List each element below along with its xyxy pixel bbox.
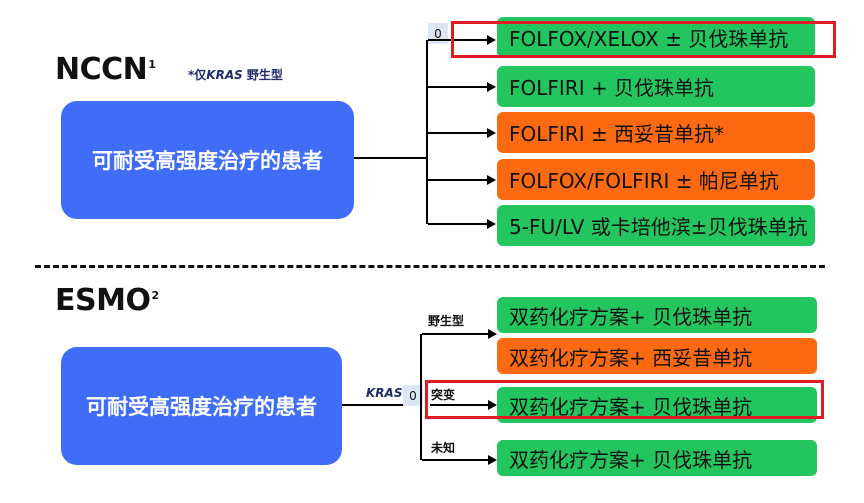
esmo-patient-box: 可耐受高强度治疗的患者 [61, 347, 342, 465]
esmo-branch-label-unknown: 未知 [431, 441, 456, 455]
esmo-superscript: 2 [151, 289, 159, 302]
esmo-option-2: 双药化疗方案+ 西妥昔单抗 [497, 338, 817, 374]
nccn-option-3: FOLFIRI ± 西妥昔单抗* [497, 112, 815, 153]
nccn-option-4-label: FOLFOX/FOLFIRI ± 帕尼单抗 [509, 169, 779, 193]
esmo-highlight-frame [425, 380, 824, 419]
nccn-branch-line-2 [428, 86, 488, 88]
nccn-heading-text: NCCN [55, 52, 148, 87]
nccn-branch-line-3 [428, 132, 488, 134]
nccn-arrow-2 [487, 82, 496, 92]
nccn-heading: NCCN1 [55, 52, 156, 87]
esmo-option-2-label: 双药化疗方案+ 西妥昔单抗 [509, 345, 753, 370]
esmo-option-4: 双药化疗方案+ 贝伐珠单抗 [497, 440, 817, 476]
nccn-patient-label: 可耐受高强度治疗的患者 [92, 149, 323, 173]
nccn-superscript: 1 [148, 58, 156, 71]
nccn-trunk-line [354, 157, 428, 159]
nccn-arrow-1 [487, 35, 496, 45]
nccn-spine-line [426, 40, 428, 224]
esmo-arrow-4 [488, 455, 497, 465]
esmo-branch-line-1 [422, 333, 489, 335]
nccn-arrow-3 [487, 128, 496, 138]
nccn-option-2-label: FOLFIRI + 贝伐珠单抗 [509, 76, 715, 100]
esmo-branch-label-wildtype: 野生型 [428, 314, 465, 328]
nccn-branch-line-4 [428, 179, 488, 181]
nccn-arrow-5 [487, 219, 496, 229]
nccn-option-5: 5-FU/LV 或卡培他滨±贝伐珠单抗 [497, 205, 815, 246]
nccn-patient-box: 可耐受高强度治疗的患者 [61, 101, 354, 219]
esmo-gene-text: KRAS [366, 386, 403, 400]
nccn-tag: 0 [428, 23, 448, 44]
esmo-heading: ESMO2 [55, 283, 159, 318]
esmo-branch-label-mutant: 突变 [431, 388, 456, 402]
esmo-option-4-label: 双药化疗方案+ 贝伐珠单抗 [509, 447, 753, 472]
nccn-option-2: FOLFIRI + 贝伐珠单抗 [497, 66, 815, 107]
esmo-option-1-label: 双药化疗方案+ 贝伐珠单抗 [509, 304, 753, 329]
esmo-patient-label: 可耐受高强度治疗的患者 [86, 395, 317, 419]
nccn-arrow-4 [487, 175, 496, 185]
esmo-tag: 0 [403, 385, 423, 406]
nccn-option-4: FOLFOX/FOLFIRI ± 帕尼单抗 [497, 159, 815, 200]
esmo-gene-label: KRAS [366, 386, 402, 400]
esmo-arrow-1 [488, 329, 497, 339]
nccn-branch-line-5 [428, 223, 488, 225]
esmo-trunk-line [342, 404, 422, 406]
kras-note: *仅KRAS 野生型 [188, 66, 283, 83]
kras-note-prefix: *仅 [188, 68, 207, 82]
esmo-option-3-label: 双药化疗方案+ 贝伐珠单抗 [509, 394, 753, 419]
nccn-highlight-frame [451, 21, 836, 58]
nccn-branch-line-1 [428, 39, 488, 41]
esmo-arrow-3 [488, 400, 497, 410]
esmo-branch-line-3 [430, 404, 489, 406]
esmo-option-1: 双药化疗方案+ 贝伐珠单抗 [497, 297, 817, 333]
kras-note-gene: KRAS [206, 68, 243, 82]
nccn-option-5-label: 5-FU/LV 或卡培他滨±贝伐珠单抗 [509, 215, 808, 239]
nccn-option-1-label: FOLFOX/XELOX ± 贝伐珠单抗 [509, 27, 789, 51]
esmo-heading-text: ESMO [55, 283, 151, 318]
esmo-spine-line [420, 334, 422, 460]
section-divider [35, 265, 825, 268]
esmo-branch-line-4 [422, 459, 489, 461]
kras-note-suffix: 野生型 [242, 68, 283, 82]
nccn-option-3-label: FOLFIRI ± 西妥昔单抗* [509, 122, 725, 146]
